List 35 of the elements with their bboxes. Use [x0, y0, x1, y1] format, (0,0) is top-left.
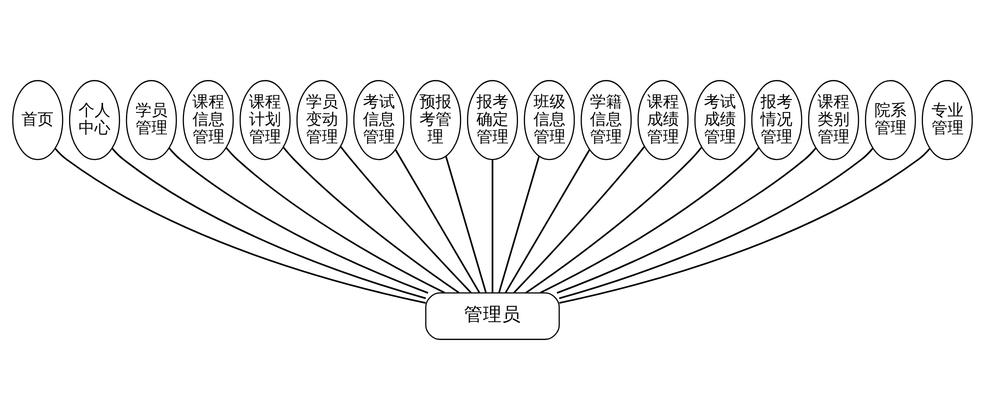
connector	[226, 147, 446, 294]
connector	[282, 147, 460, 294]
node-ellipse: 预报考管理	[410, 80, 462, 160]
connector	[513, 146, 645, 294]
connector	[559, 148, 874, 300]
node-ellipse: 课程成绩管理	[638, 80, 689, 160]
connector	[559, 148, 930, 304]
connector	[445, 156, 487, 293]
node-ellipse: 课程计划管理	[240, 80, 291, 160]
node-ellipse: 考试信息管理	[353, 80, 404, 160]
connector	[556, 148, 816, 294]
node-ellipse: 学籍信息管理	[580, 80, 632, 160]
node-ellipse: 学员管理	[126, 80, 177, 160]
node-ellipse: 学员变动管理	[296, 80, 348, 160]
connector	[492, 160, 494, 293]
node-ellipse: 课程信息管理	[182, 80, 234, 160]
connector	[540, 147, 760, 294]
connector	[504, 149, 590, 294]
node-ellipse: 首页	[12, 80, 64, 160]
node-ellipse: 班级信息管理	[524, 80, 575, 160]
connector	[340, 146, 472, 294]
connector	[54, 148, 426, 304]
node-ellipse: 院系管理	[864, 80, 916, 160]
node-box: 管理员	[425, 292, 560, 340]
node-ellipse: 个人中心	[69, 80, 120, 160]
connector	[498, 156, 540, 293]
node-ellipse: 专业管理	[922, 80, 973, 160]
node-ellipse: 考试成绩管理	[694, 80, 746, 160]
connector	[394, 149, 480, 294]
node-ellipse: 报考确定管理	[466, 80, 518, 160]
connector	[525, 147, 702, 294]
connector	[168, 148, 428, 294]
node-ellipse: 课程类别管理	[808, 80, 860, 160]
node-ellipse: 报考情况管理	[751, 80, 802, 160]
connector	[112, 148, 426, 300]
